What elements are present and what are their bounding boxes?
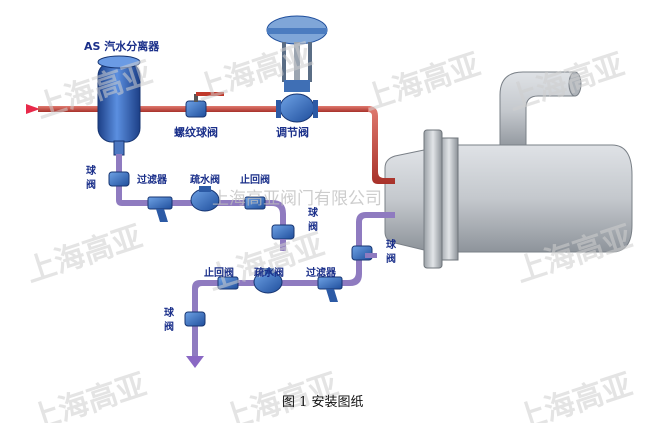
steam-pipe-separator-to-valve	[140, 106, 370, 112]
steam-inlet-pipe	[38, 106, 98, 112]
exchanger-condensate-riser	[192, 212, 395, 356]
label-control-valve: 调节阀	[276, 125, 309, 139]
component-labels: AS 汽水分离器 螺纹球阀 调节阀 球 阀 过滤器 疏水阀 止回阀 球 阀 球 …	[84, 39, 397, 333]
steam-line	[26, 104, 395, 184]
control-valve-bonnet	[284, 80, 310, 92]
label-ball-valve-mid-2: 阀	[308, 220, 318, 233]
label-ball-valve-upper-left-1: 球	[86, 164, 97, 177]
watermark-brand: 上海高亚	[360, 47, 485, 117]
control-valve-actuator-band	[267, 28, 327, 34]
control-valve-stem	[294, 42, 300, 86]
exchanger-flange-outer	[423, 129, 443, 269]
label-screw-ball-valve: 螺纹球阀	[174, 125, 218, 139]
watermark-brand: 上海高亚	[512, 367, 637, 423]
screw-ball-valve	[185, 92, 224, 118]
label-filter-lower: 过滤器	[306, 266, 337, 279]
upper-filter-body	[147, 196, 173, 210]
control-valve	[266, 15, 328, 123]
control-valve-flange-left	[276, 100, 281, 118]
exchanger-head	[384, 149, 425, 251]
label-trap-lower: 疏水阀	[254, 266, 284, 279]
steam-inlet-arrow	[26, 104, 40, 114]
label-ball-valve-upper-left-2: 阀	[86, 178, 96, 191]
control-valve-body	[279, 93, 315, 123]
control-valve-yoke-left	[282, 42, 286, 82]
exchanger-body	[454, 144, 633, 253]
lower-trap-cap	[262, 268, 274, 274]
watermark-brand: 上海高亚	[22, 219, 147, 289]
label-trap-upper: 疏水阀	[190, 173, 220, 186]
condensate-outlet-arrow	[186, 356, 204, 368]
upper-left-ball-valve	[108, 171, 130, 187]
lower-trap-line	[184, 212, 395, 368]
heat-exchanger	[384, 71, 633, 269]
lower-left-ball-valve	[184, 311, 206, 327]
lower-filter-leg	[326, 289, 338, 302]
separator-drain-pipe	[116, 154, 122, 184]
label-separator: AS 汽水分离器	[84, 39, 160, 53]
right-ball-valve-drain	[365, 253, 377, 258]
upper-filter-leg	[156, 209, 168, 222]
label-ball-valve-lower-left-2: 阀	[164, 320, 174, 333]
lower-check-valve	[217, 276, 239, 290]
upper-trap-cap	[199, 186, 211, 192]
watermark-brand: 上海高亚	[26, 367, 151, 423]
upper-check-valve	[244, 196, 266, 210]
label-ball-valve-right-2: 阀	[386, 252, 396, 265]
control-valve-flange-right	[313, 100, 318, 118]
control-valve-yoke-right	[308, 42, 312, 82]
label-check-valve-upper: 止回阀	[240, 173, 270, 186]
label-ball-valve-right-1: 球	[386, 238, 397, 251]
exchanger-flange-inner	[439, 137, 459, 261]
label-check-valve-lower: 止回阀	[204, 266, 234, 279]
upper-trap-line	[108, 171, 295, 251]
upper-mid-drain	[280, 239, 286, 251]
exchanger-elbow-mouth	[568, 71, 582, 97]
separator-top	[97, 55, 141, 69]
label-filter-upper: 过滤器	[137, 173, 168, 186]
screw-ball-valve-handle	[196, 92, 224, 96]
label-ball-valve-lower-left-1: 球	[164, 306, 175, 319]
watermark-brand: 上海高亚	[504, 47, 629, 117]
watermark-company: 上海高亚阀门有限公司	[212, 189, 382, 209]
label-ball-valve-mid-1: 球	[308, 206, 319, 219]
steam-water-separator	[97, 55, 141, 184]
screw-ball-valve-stem	[194, 94, 198, 102]
steam-pipe-to-exchanger	[368, 106, 395, 184]
figure-caption: 图 1 安装图纸	[282, 395, 364, 410]
separator-drain-neck	[113, 140, 125, 156]
